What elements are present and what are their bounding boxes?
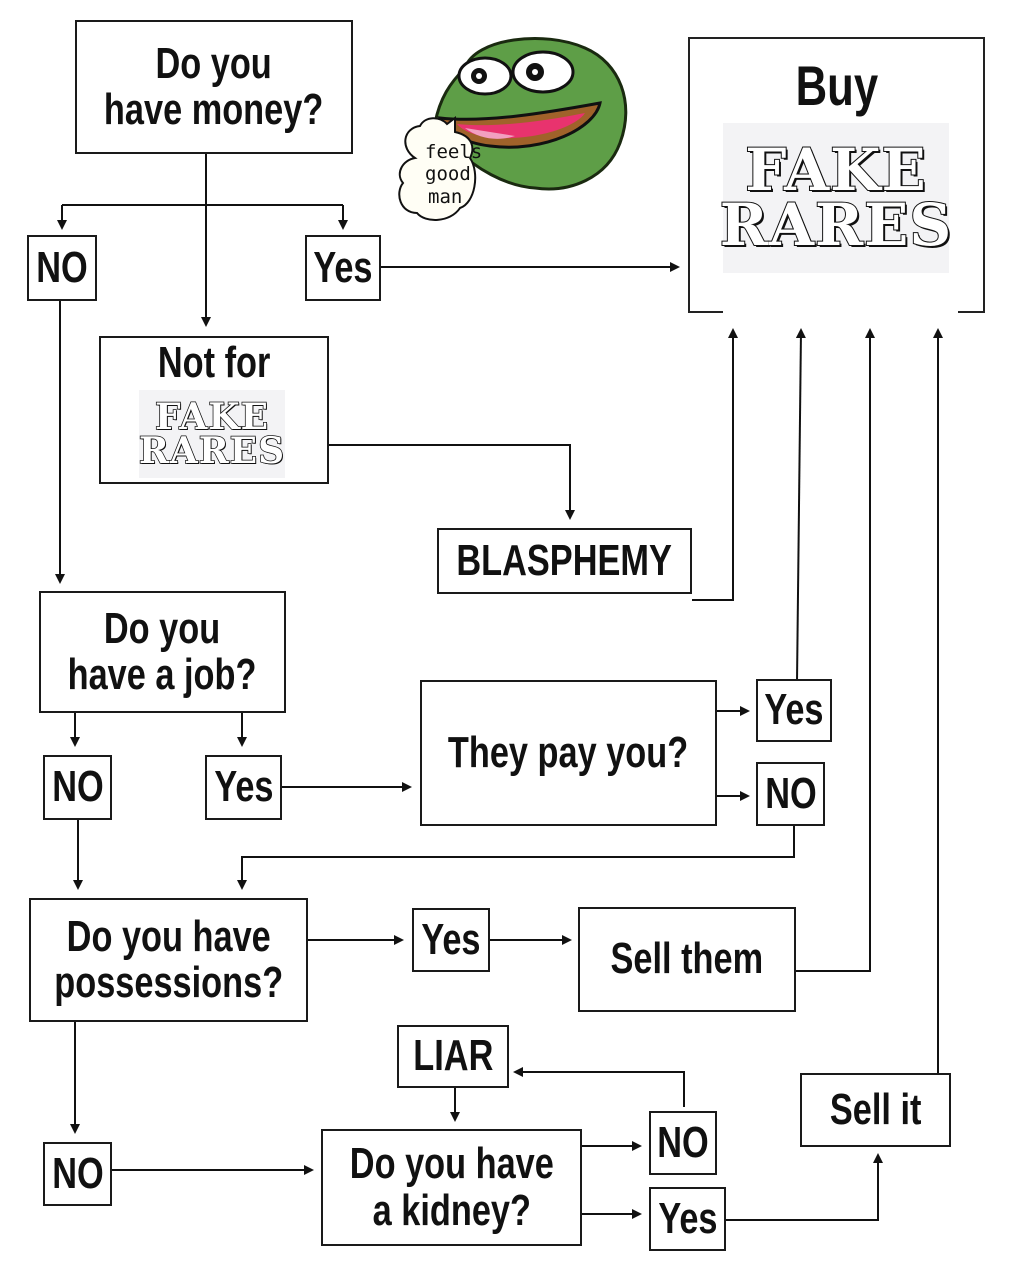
kidney-no-box: NO bbox=[649, 1111, 717, 1175]
kidney-question-line-1: Do you have bbox=[349, 1139, 554, 1189]
not-for-label: Not for bbox=[157, 338, 271, 387]
kidney-yes-label: Yes bbox=[657, 1193, 718, 1243]
possessions-question-box: Do you have possessions? bbox=[29, 898, 308, 1022]
bubble-line-2: good bbox=[425, 163, 471, 185]
job-yes-label: Yes bbox=[213, 762, 274, 812]
job-question-line-2: have a job? bbox=[68, 650, 257, 699]
kidney-question-line-2: a kidney? bbox=[372, 1185, 531, 1235]
buy-box-bottom-right-edge bbox=[958, 311, 985, 313]
buy-label: Buy bbox=[795, 54, 878, 117]
pay-question-label: They pay you? bbox=[448, 727, 689, 777]
buy-fake-rares-box: Buy FAKE RARES bbox=[688, 37, 985, 313]
pay-yes-box: Yes bbox=[756, 679, 832, 742]
buy-box-bottom-left-edge bbox=[688, 311, 723, 313]
job-no-label: NO bbox=[51, 762, 104, 812]
connector-payno-possessions bbox=[237, 826, 795, 890]
money-question-line-2: have money? bbox=[104, 85, 324, 134]
kidney-no-label: NO bbox=[657, 1117, 709, 1167]
kidney-question-box: Do you have a kidney? bbox=[321, 1129, 582, 1246]
fake-rares-logo-small: FAKE RARES bbox=[138, 390, 286, 478]
liar-box: LIAR bbox=[397, 1025, 509, 1088]
connector-kidneyno-liar bbox=[513, 1067, 685, 1107]
sell-them-label: Sell them bbox=[610, 934, 764, 984]
speech-bubble-icon: feels good man bbox=[398, 116, 482, 221]
bubble-line-3: man bbox=[428, 186, 462, 208]
job-question-box: Do you have a job? bbox=[39, 591, 286, 713]
job-yes-box: Yes bbox=[205, 755, 282, 820]
sell-it-box: Sell it bbox=[800, 1073, 951, 1147]
connector-notfor-blasphemy bbox=[328, 444, 575, 520]
liar-label: LIAR bbox=[412, 1031, 494, 1081]
pay-question-box: They pay you? bbox=[420, 680, 717, 826]
fake-rares-logo-word-2: RARES bbox=[719, 191, 953, 259]
money-question-box: Do you have money? bbox=[75, 20, 353, 154]
blasphemy-label: BLASPHEMY bbox=[456, 535, 673, 585]
pay-no-box: NO bbox=[756, 762, 825, 826]
blasphemy-box: BLASPHEMY bbox=[437, 528, 692, 594]
sell-it-label: Sell it bbox=[829, 1084, 922, 1134]
money-no-label: NO bbox=[36, 242, 88, 292]
possessions-yes-box: Yes bbox=[412, 908, 490, 972]
fake-rares-small-word-1: FAKE bbox=[154, 395, 270, 438]
possessions-no-box: NO bbox=[43, 1142, 112, 1206]
money-no-box: NO bbox=[27, 235, 97, 301]
money-question-line-1: Do you bbox=[155, 38, 273, 88]
kidney-yes-box: Yes bbox=[649, 1187, 726, 1251]
possessions-no-label: NO bbox=[51, 1148, 104, 1198]
possessions-question-line-1: Do you have bbox=[66, 911, 271, 961]
job-question-line-1: Do you bbox=[104, 603, 221, 653]
possessions-question-line-2: possessions? bbox=[54, 958, 283, 1007]
pepe-head-icon bbox=[433, 37, 628, 191]
fake-rares-small-word-2: RARES bbox=[138, 430, 286, 472]
possessions-yes-label: Yes bbox=[421, 914, 481, 964]
pay-no-label: NO bbox=[764, 768, 817, 818]
connector-sellthem-buy bbox=[796, 328, 875, 972]
connector-kidneyyes-sellit bbox=[726, 1153, 883, 1221]
fake-rares-logo-large: FAKE RARES bbox=[719, 123, 952, 273]
job-no-box: NO bbox=[43, 755, 112, 820]
not-for-fake-rares-box: Not for FAKE RARES bbox=[99, 336, 329, 484]
money-yes-label: Yes bbox=[313, 242, 373, 292]
fake-rares-logo-word-1: FAKE bbox=[744, 135, 927, 204]
connector-blasphemy-buy bbox=[692, 328, 738, 601]
money-yes-box: Yes bbox=[305, 235, 381, 301]
pay-yes-label: Yes bbox=[764, 685, 824, 735]
connector-payyes-buy bbox=[795, 328, 806, 683]
bubble-line-1: feels bbox=[425, 141, 482, 163]
pepe-frog-image: feels good man bbox=[398, 37, 628, 221]
sell-them-box: Sell them bbox=[578, 907, 796, 1012]
